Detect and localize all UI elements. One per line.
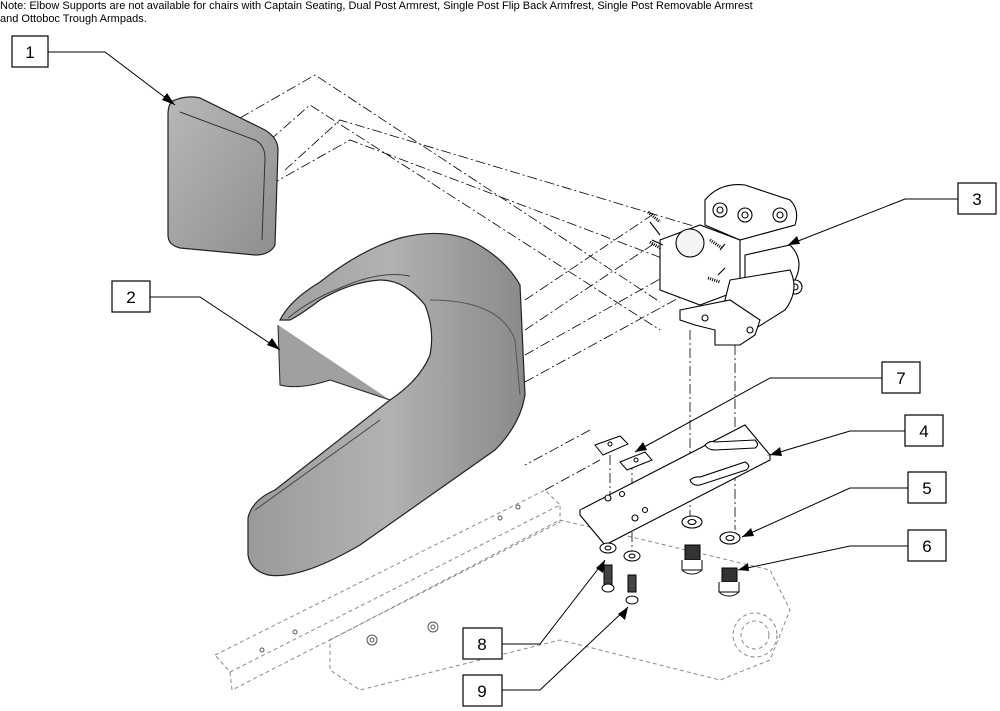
part-8-9-small-hardware xyxy=(599,542,641,605)
callout-4: 4 xyxy=(904,414,944,447)
callout-5-label: 5 xyxy=(922,479,931,498)
callout-6: 6 xyxy=(907,529,947,562)
leader-lines xyxy=(48,51,958,691)
part-1-arm-pad xyxy=(167,96,279,256)
callout-9-label: 9 xyxy=(477,682,486,701)
part-7-clips xyxy=(594,435,653,471)
callout-9: 9 xyxy=(462,674,503,707)
callout-1: 1 xyxy=(11,35,49,68)
phantom-armrest-base xyxy=(214,489,791,691)
leader-arrowheads xyxy=(162,93,800,620)
callout-7: 7 xyxy=(881,361,921,394)
callout-8-label: 8 xyxy=(477,635,486,654)
callout-2: 2 xyxy=(111,280,151,313)
callout-2-label: 2 xyxy=(126,288,135,307)
callout-6-label: 6 xyxy=(922,537,931,556)
part-3-bracket-assembly xyxy=(647,184,803,346)
part-5-washers xyxy=(681,515,741,545)
callout-7-label: 7 xyxy=(896,369,905,388)
callout-4-label: 4 xyxy=(919,422,928,441)
part-6-bolts xyxy=(681,544,740,597)
callout-8: 8 xyxy=(462,627,503,660)
callout-1-label: 1 xyxy=(25,43,34,62)
callout-3: 3 xyxy=(957,182,997,215)
callout-5: 5 xyxy=(907,471,947,504)
part-2-elbow-support xyxy=(247,232,526,577)
phantom-holes xyxy=(259,504,521,653)
callout-3-label: 3 xyxy=(972,190,981,209)
note-text: Note: Elbow Supports are not available f… xyxy=(0,0,753,25)
